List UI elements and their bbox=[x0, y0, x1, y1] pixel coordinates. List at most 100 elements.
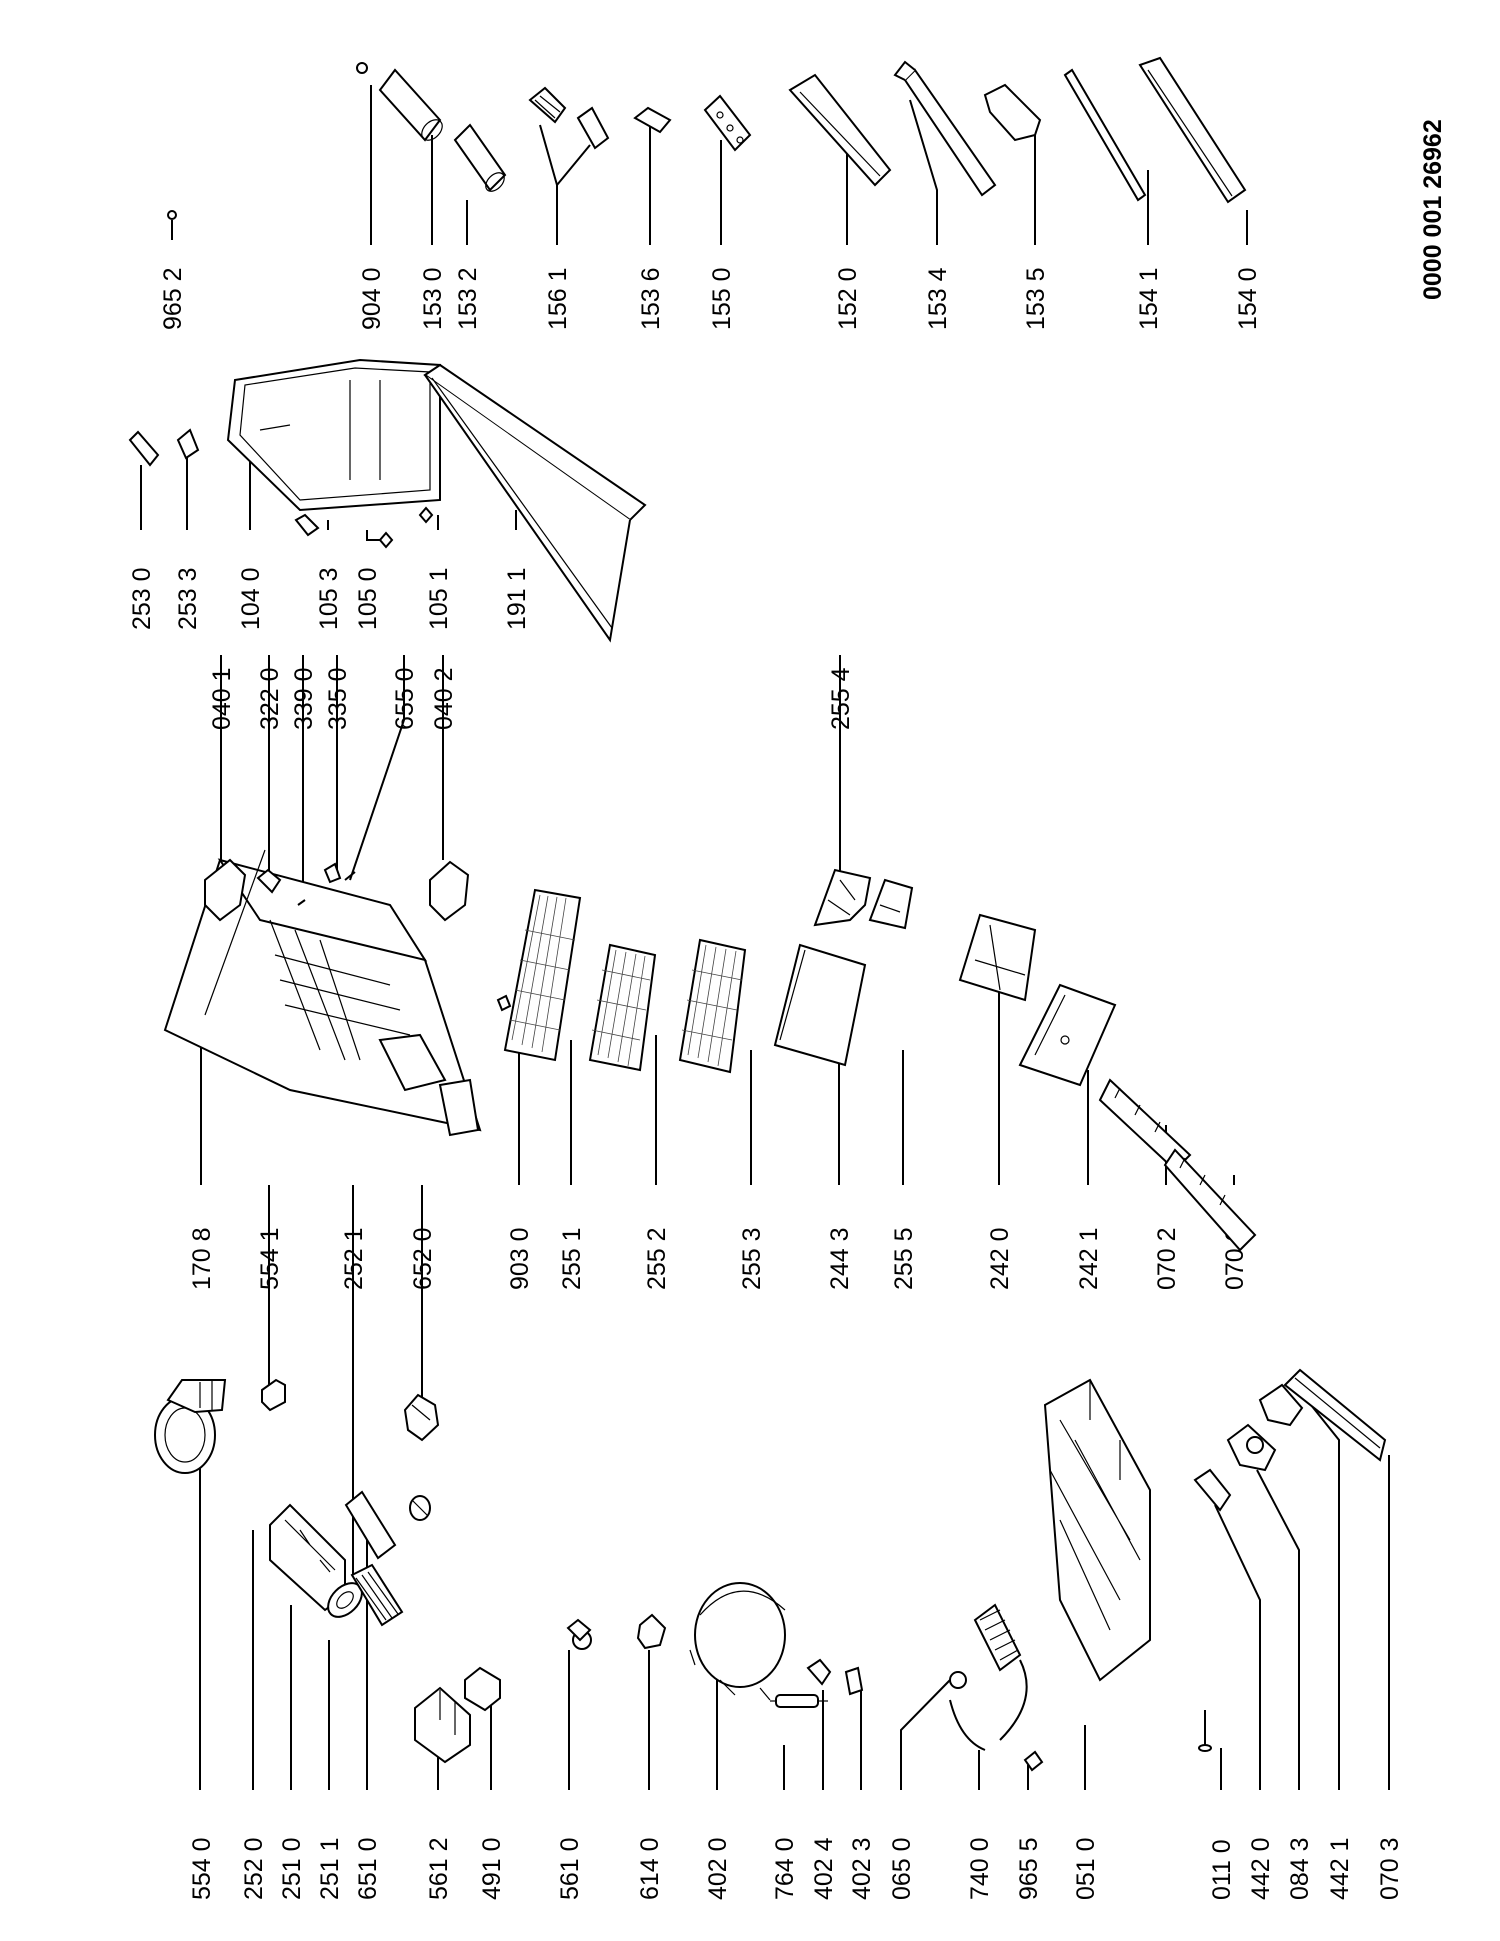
part-label: 491 0 bbox=[478, 1837, 506, 1900]
fan-housing-drawing bbox=[154, 1379, 227, 1474]
lamp-drawing bbox=[409, 1495, 431, 1521]
flap-drawing bbox=[528, 86, 610, 150]
hinge-pin-drawing bbox=[297, 899, 306, 906]
part-label: 965 5 bbox=[1015, 1837, 1043, 1900]
bottom-hinge-group-drawing bbox=[1193, 1383, 1304, 1512]
plinth-drawing bbox=[1283, 1368, 1387, 1462]
part-label: 105 0 bbox=[354, 567, 382, 630]
part-label: 153 2 bbox=[454, 267, 482, 330]
drier-drawing bbox=[770, 1694, 828, 1708]
part-label: 105 1 bbox=[425, 567, 453, 630]
part-label: 170 8 bbox=[188, 1227, 216, 1290]
part-label: 903 0 bbox=[506, 1227, 534, 1290]
part-label: 614 0 bbox=[636, 1837, 664, 1900]
knob-drawing bbox=[327, 1582, 363, 1618]
bottom-hinge-drawing bbox=[429, 860, 470, 922]
part-label: 554 0 bbox=[188, 1837, 216, 1900]
door-drawing bbox=[226, 358, 441, 512]
part-label: 253 0 bbox=[128, 567, 156, 630]
part-label: 651 0 bbox=[354, 1837, 382, 1900]
part-label: 153 4 bbox=[924, 267, 952, 330]
part-label: 244 3 bbox=[826, 1227, 854, 1290]
small-tray-2-drawing bbox=[868, 878, 914, 930]
part-label: 561 2 bbox=[425, 1837, 453, 1900]
drawer-cover-drawing bbox=[1018, 983, 1117, 1087]
grommet-drawing bbox=[949, 1671, 967, 1689]
retaining-bar-drawing bbox=[893, 60, 997, 197]
part-label: 051 0 bbox=[1072, 1837, 1100, 1900]
part-label: 070 3 bbox=[1376, 1837, 1404, 1900]
part-label: 442 0 bbox=[1247, 1837, 1275, 1900]
part-label: 153 5 bbox=[1022, 267, 1050, 330]
handle-drawing bbox=[128, 430, 160, 467]
handle-bracket-drawing bbox=[176, 428, 200, 460]
part-label: 070 2 bbox=[1153, 1227, 1181, 1290]
part-label: 561 0 bbox=[556, 1837, 584, 1900]
part-label: 242 1 bbox=[1075, 1227, 1103, 1290]
door-gasket-drawing bbox=[423, 363, 647, 643]
front-grille-drawing bbox=[1098, 1078, 1192, 1172]
divider-drawing bbox=[633, 106, 672, 134]
middle-parts-group bbox=[163, 849, 1257, 1252]
drawer-drawing bbox=[958, 913, 1037, 1002]
bottle-shelf-drawing bbox=[1138, 56, 1247, 204]
door-parts-group bbox=[128, 210, 647, 643]
door-screw-2-drawing bbox=[418, 506, 434, 524]
rail-drawing bbox=[1063, 68, 1147, 202]
part-label: 904 0 bbox=[358, 267, 386, 330]
egg-container-drawing bbox=[378, 68, 443, 142]
part-label: 251 0 bbox=[278, 1837, 306, 1900]
part-label: 154 1 bbox=[1135, 267, 1163, 330]
clamp-drawing bbox=[1023, 1750, 1044, 1772]
panel-drawing bbox=[344, 1490, 397, 1560]
relay-drawing bbox=[414, 1686, 471, 1764]
part-label: 104 0 bbox=[237, 567, 265, 630]
egg-tray-drawing bbox=[703, 94, 752, 152]
document-number: 0000 001 26962 bbox=[1419, 119, 1447, 300]
small-box-drawing bbox=[464, 1666, 501, 1712]
part-label: 255 2 bbox=[643, 1227, 671, 1290]
hinge-cover-drawing bbox=[256, 868, 282, 894]
pin-drawing bbox=[844, 1666, 864, 1696]
door-shelf-drawing bbox=[773, 943, 867, 1067]
glass-shelf-2-drawing bbox=[588, 943, 657, 1072]
part-label: 255 5 bbox=[890, 1227, 918, 1290]
part-label: 155 0 bbox=[708, 267, 736, 330]
part-label: 152 0 bbox=[834, 267, 862, 330]
part-label: 764 0 bbox=[771, 1837, 799, 1900]
part-label: 191 1 bbox=[503, 567, 531, 630]
vent-grille-drawing bbox=[350, 1563, 404, 1627]
overload-drawing bbox=[566, 1618, 592, 1650]
part-label: 154 0 bbox=[1234, 267, 1262, 330]
door-plug-drawing bbox=[167, 210, 177, 220]
top-hinge-drawing bbox=[204, 858, 247, 922]
part-label: 242 0 bbox=[986, 1227, 1014, 1290]
door-screw-drawing bbox=[378, 531, 394, 549]
hinge-washer-drawing bbox=[323, 862, 342, 884]
bottom-grille-drawing bbox=[1163, 1148, 1257, 1252]
glass-shelf-3-drawing bbox=[678, 938, 747, 1074]
part-label: 065 0 bbox=[888, 1837, 916, 1900]
door-balcony-drawing bbox=[788, 73, 892, 187]
clip-drawing bbox=[806, 1658, 832, 1686]
part-label: 740 0 bbox=[966, 1837, 994, 1900]
part-label: 402 0 bbox=[704, 1837, 732, 1900]
bracket-drawing bbox=[261, 1378, 286, 1412]
part-label: 252 0 bbox=[240, 1837, 268, 1900]
butter-container-drawing bbox=[453, 123, 507, 192]
door-stop-drawing bbox=[294, 513, 320, 537]
small-clip-drawing bbox=[496, 994, 512, 1012]
part-label: 402 4 bbox=[810, 1837, 838, 1900]
compressor-drawing bbox=[689, 1582, 786, 1701]
part-label: 442 1 bbox=[1326, 1837, 1354, 1900]
part-label: 251 1 bbox=[316, 1837, 344, 1900]
part-labels: 554 0 252 0 251 0 251 1 651 0 561 2 491 … bbox=[128, 119, 1447, 1900]
part-label: 011 0 bbox=[1208, 1839, 1236, 1900]
connector-drawing bbox=[636, 1613, 667, 1650]
lamp-holder-drawing bbox=[403, 1393, 440, 1442]
part-label: 255 3 bbox=[738, 1227, 766, 1290]
hinge-rod-drawing bbox=[344, 871, 356, 881]
cap-drawing bbox=[356, 62, 368, 74]
part-label: 105 3 bbox=[315, 567, 343, 630]
